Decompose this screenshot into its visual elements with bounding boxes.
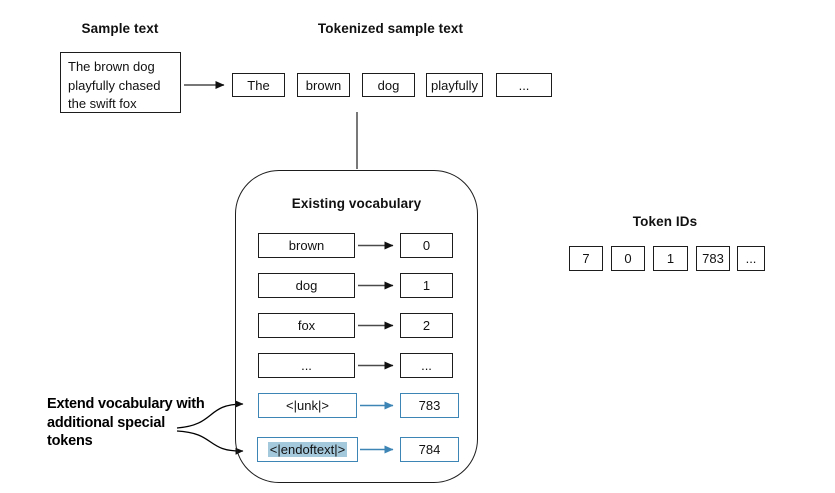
highlighted-token-text: <|endoftext|> (267, 442, 348, 457)
vocab-token-box: fox (258, 313, 355, 338)
vocab-id-box: 1 (400, 273, 453, 298)
vocab-token-box: ... (258, 353, 355, 378)
token-box-ellipsis: ... (496, 73, 552, 97)
token-box: brown (297, 73, 350, 97)
token-ids-heading: Token IDs (632, 214, 698, 229)
vocab-special-token-box: <|endoftext|> (257, 437, 358, 462)
token-id-box: 0 (611, 246, 645, 271)
token-id-box: 783 (696, 246, 730, 271)
token-box: The (232, 73, 285, 97)
token-box: playfully (426, 73, 483, 97)
annotation-arrows (176, 400, 244, 455)
token-box: dog (362, 73, 415, 97)
vocab-token-box: brown (258, 233, 355, 258)
vocab-token-box: dog (258, 273, 355, 298)
sample-text-box: The brown dog playfully chased the swift… (60, 52, 181, 113)
vocab-id-box: 0 (400, 233, 453, 258)
token-id-box: 1 (653, 246, 688, 271)
vocab-id-box: 2 (400, 313, 453, 338)
vocab-id-box: ... (400, 353, 453, 378)
vocabulary-heading: Existing vocabulary (291, 196, 422, 211)
token-id-box: 7 (569, 246, 603, 271)
token-id-box-ellipsis: ... (737, 246, 765, 271)
sample-text-heading: Sample text (81, 21, 159, 36)
extend-vocabulary-annotation: Extend vocabulary with additional specia… (47, 396, 205, 450)
vocab-special-id-box: 783 (400, 393, 459, 418)
tokenized-heading: Tokenized sample text (317, 21, 464, 36)
vocab-special-token-box: <|unk|> (258, 393, 357, 418)
vocab-row-arrows (358, 241, 394, 454)
vocabulary-panel (235, 170, 478, 483)
vocab-special-id-box: 784 (400, 437, 459, 462)
